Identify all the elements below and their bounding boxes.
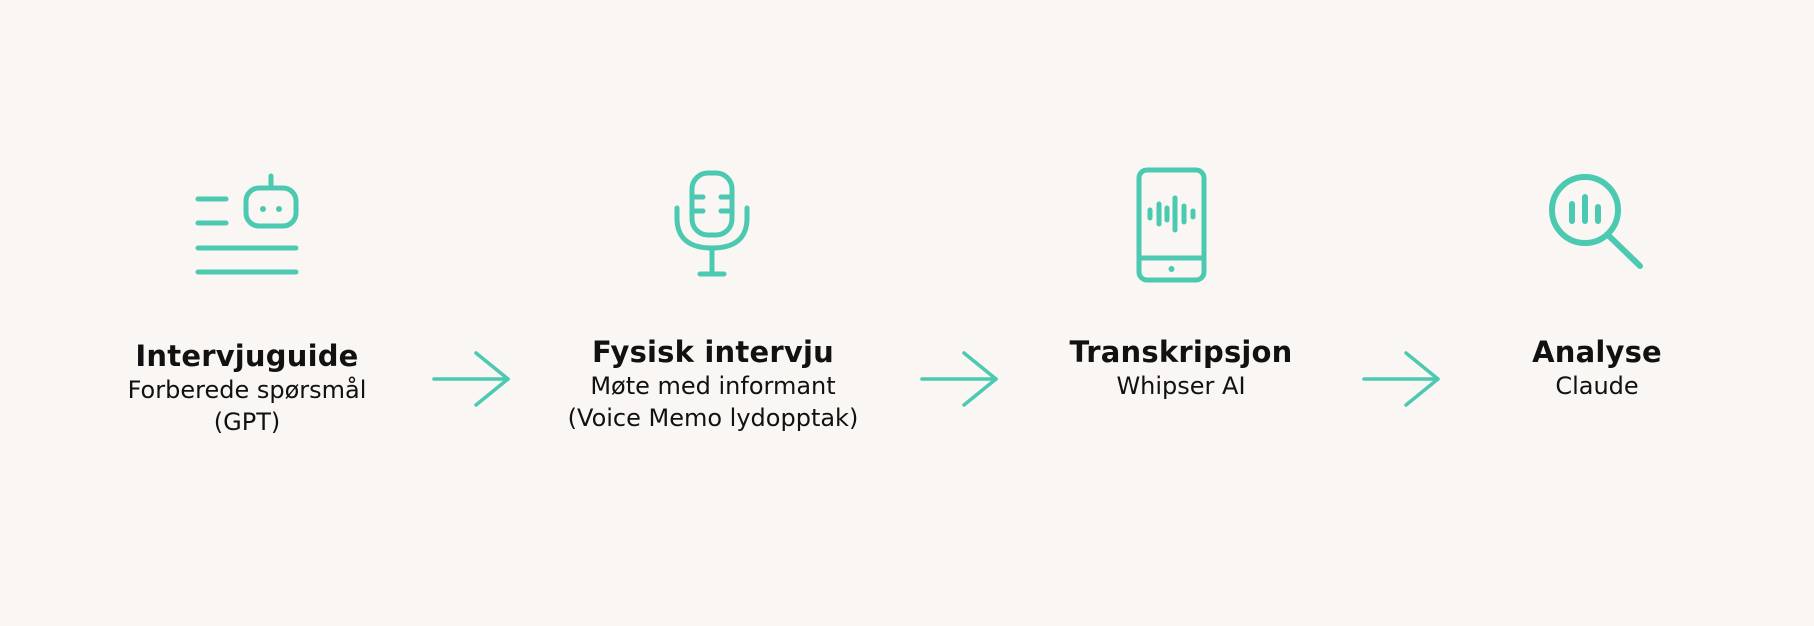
step-description: (Voice Memo lydopptak) [567,404,859,432]
step-title: Analyse [1532,335,1662,369]
step-description: Claude [1555,372,1639,400]
arrow-right-icon [432,351,512,411]
step-1-text: Intervjuguide Forberede spørsmål (GPT) [47,338,447,438]
step-description: Whipser AI [1116,372,1246,400]
phone-audio-icon [1134,166,1210,284]
step-4-text: Analyse Claude [1397,334,1797,402]
step-2-text: Fysisk intervju Møte med informant (Voic… [513,334,913,434]
robot-doc-icon [190,170,310,280]
step-description: (GPT) [213,408,281,436]
step-description: Møte med informant [590,372,836,400]
arrow-right-icon [1362,351,1442,411]
step-title: Fysisk intervju [592,335,834,369]
step-description: Forberede spørsmål [127,376,367,404]
step-3-text: Transkripsjon Whipser AI [981,334,1381,402]
search-chart-icon [1548,173,1648,273]
step-title: Intervjuguide [135,339,359,373]
arrow-right-icon [920,351,1000,411]
step-title: Transkripsjon [1069,335,1293,369]
microphone-icon [673,170,753,280]
